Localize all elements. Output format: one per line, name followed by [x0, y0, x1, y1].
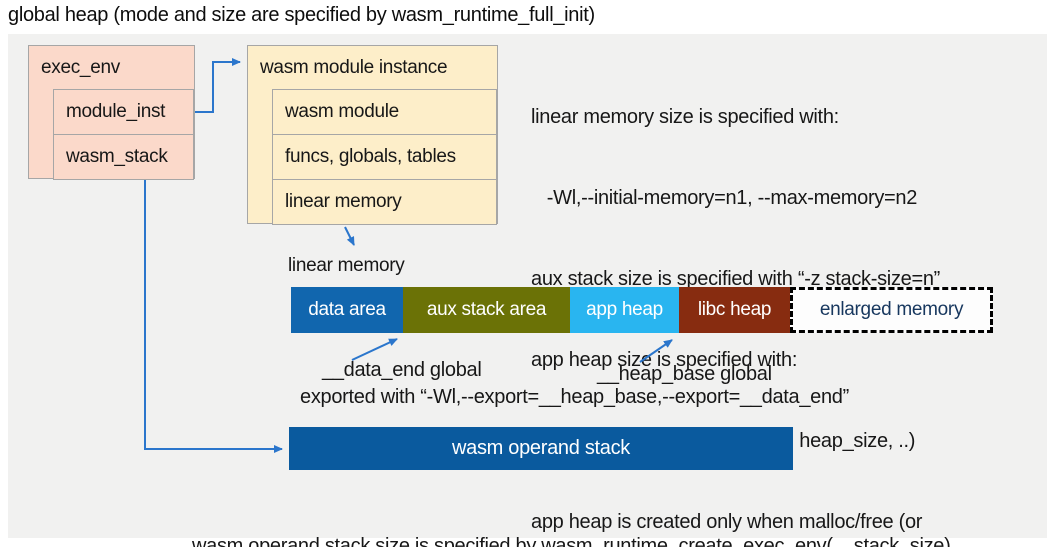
- segment-enlarged-memory: enlarged memory: [790, 287, 993, 333]
- module-instance-row-linear-memory: linear memory: [272, 179, 497, 225]
- heap-base-global-label: __heap_base global: [597, 363, 772, 385]
- exec-env-box: exec_env module_inst wasm_stack: [28, 45, 195, 180]
- module-instance-row-funcs-globals-tables: funcs, globals, tables: [272, 134, 497, 180]
- note-line: app heap size is specified with:: [531, 349, 798, 371]
- note-line: app heap is created only when malloc/fre…: [531, 511, 923, 533]
- exported-with-label: exported with “-Wl,--export=__heap_base,…: [300, 386, 849, 408]
- exec-env-row-label: wasm_stack: [66, 146, 168, 167]
- segment-app-heap: app heap: [570, 287, 679, 333]
- segment-aux-stack-area: aux stack area: [403, 287, 570, 333]
- wasm-operand-stack-label: wasm operand stack: [451, 437, 631, 459]
- operand-stack-note: wasm operand stack size is specified by …: [192, 481, 951, 547]
- exec-env-row-module-inst: module_inst: [53, 89, 194, 135]
- note-line: wasm operand stack size is specified by …: [192, 535, 951, 547]
- module-instance-row-wasm-module: wasm module: [272, 89, 497, 135]
- note-line: -Wl,--initial-memory=n1, --max-memory=n2: [531, 187, 918, 209]
- note-line: aux stack size is specified with “-z sta…: [531, 268, 941, 290]
- linear-memory-label: linear memory: [288, 255, 405, 276]
- segment-libc-heap: libc heap: [679, 287, 790, 333]
- segment-data-area: data area: [291, 287, 403, 333]
- module-instance-box: wasm module instance wasm module funcs, …: [247, 45, 498, 225]
- exec-env-row-wasm-stack: wasm_stack: [53, 134, 194, 180]
- module-instance-title: wasm module instance: [260, 56, 448, 78]
- data-end-global-label: __data_end global: [322, 359, 482, 381]
- module-instance-row-label: funcs, globals, tables: [285, 146, 456, 167]
- module-instance-row-label: linear memory: [285, 191, 402, 212]
- exec-env-row-label: module_inst: [66, 101, 166, 122]
- wasm-operand-stack-bar: wasm operand stack: [289, 427, 793, 470]
- module-instance-row-label: wasm module: [285, 101, 399, 122]
- page-title: global heap (mode and size are specified…: [8, 4, 595, 26]
- exec-env-title: exec_env: [41, 56, 120, 78]
- note-line: linear memory size is specified with:: [531, 106, 839, 128]
